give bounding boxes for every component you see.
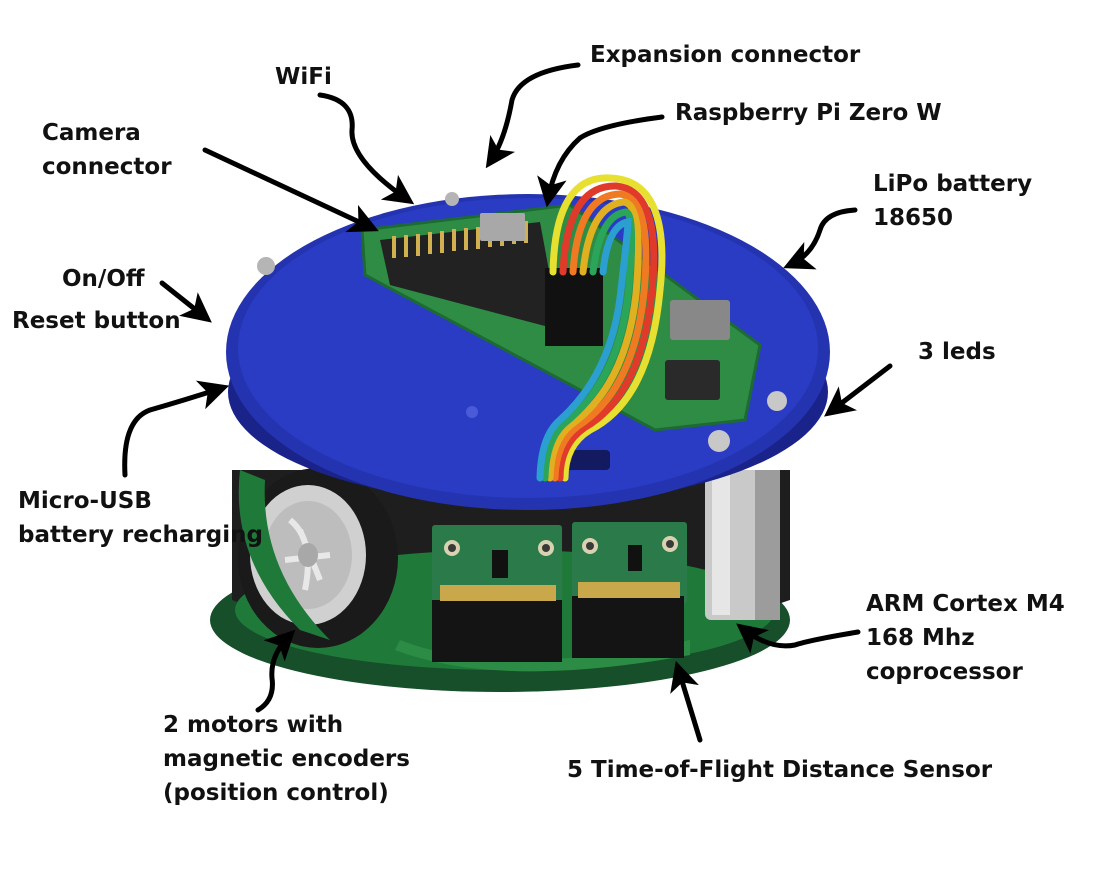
tof-sensor-board-left — [432, 525, 562, 662]
lipo-battery-cell — [705, 470, 780, 620]
lipo-battery-line-2: 18650 — [873, 205, 954, 231]
label-motors: 2 motors with magnetic encoders (positio… — [163, 708, 410, 810]
arm-cortex-line-3: coprocessor — [866, 659, 1023, 685]
motors-line-2: magnetic encoders — [163, 746, 410, 772]
camera-connector-line-1: Camera — [42, 120, 141, 146]
arrow-motors — [255, 629, 296, 713]
label-camera-connector: Camera connector — [42, 116, 172, 184]
label-expansion-connector: Expansion connector — [590, 42, 861, 68]
label-tof-sensor: 5 Time-of-Flight Distance Sensor — [567, 757, 993, 783]
left-chassis-arc — [238, 470, 330, 640]
arrow-camera-connector — [202, 147, 379, 233]
micro-usb-line-2: battery recharging — [18, 522, 263, 548]
arrow-arm-cortex — [736, 623, 861, 654]
camera-connector-line-2: connector — [42, 154, 172, 180]
arm-cortex-line-2: 168 Mhz — [866, 625, 975, 651]
motors-line-3: (position control) — [163, 780, 389, 806]
label-micro-usb: Micro-USB battery recharging — [18, 484, 263, 552]
arrow-tof-sensor — [670, 660, 703, 743]
raspberry-pi-board — [360, 203, 762, 432]
lipo-battery-line-1: LiPo battery — [873, 171, 1033, 197]
arrow-wifi — [317, 92, 415, 205]
label-wifi: WiFi — [275, 64, 332, 90]
label-arm-cortex: ARM Cortex M4 168 Mhz coprocessor — [866, 587, 1065, 689]
arrow-on-off — [159, 280, 212, 323]
arrow-three-leds — [824, 363, 893, 417]
arrow-micro-usb — [122, 380, 230, 478]
label-three-leds: 3 leds — [918, 339, 996, 365]
arm-cortex-line-1: ARM Cortex M4 — [866, 591, 1065, 617]
label-raspberry-pi: Raspberry Pi Zero W — [675, 100, 942, 126]
label-on-off: On/Off — [62, 266, 145, 292]
tof-sensor-board-right — [572, 522, 687, 658]
arrow-expansion-connector — [485, 62, 581, 169]
motors-line-1: 2 motors with — [163, 712, 344, 738]
label-reset-button: Reset button — [12, 308, 181, 334]
label-lipo-battery: LiPo battery 18650 — [873, 167, 1032, 235]
micro-usb-line-1: Micro-USB — [18, 488, 152, 514]
arrow-lipo-battery — [783, 207, 858, 270]
ribbon-wires — [536, 174, 666, 482]
arrow-raspberry-pi — [537, 114, 665, 208]
